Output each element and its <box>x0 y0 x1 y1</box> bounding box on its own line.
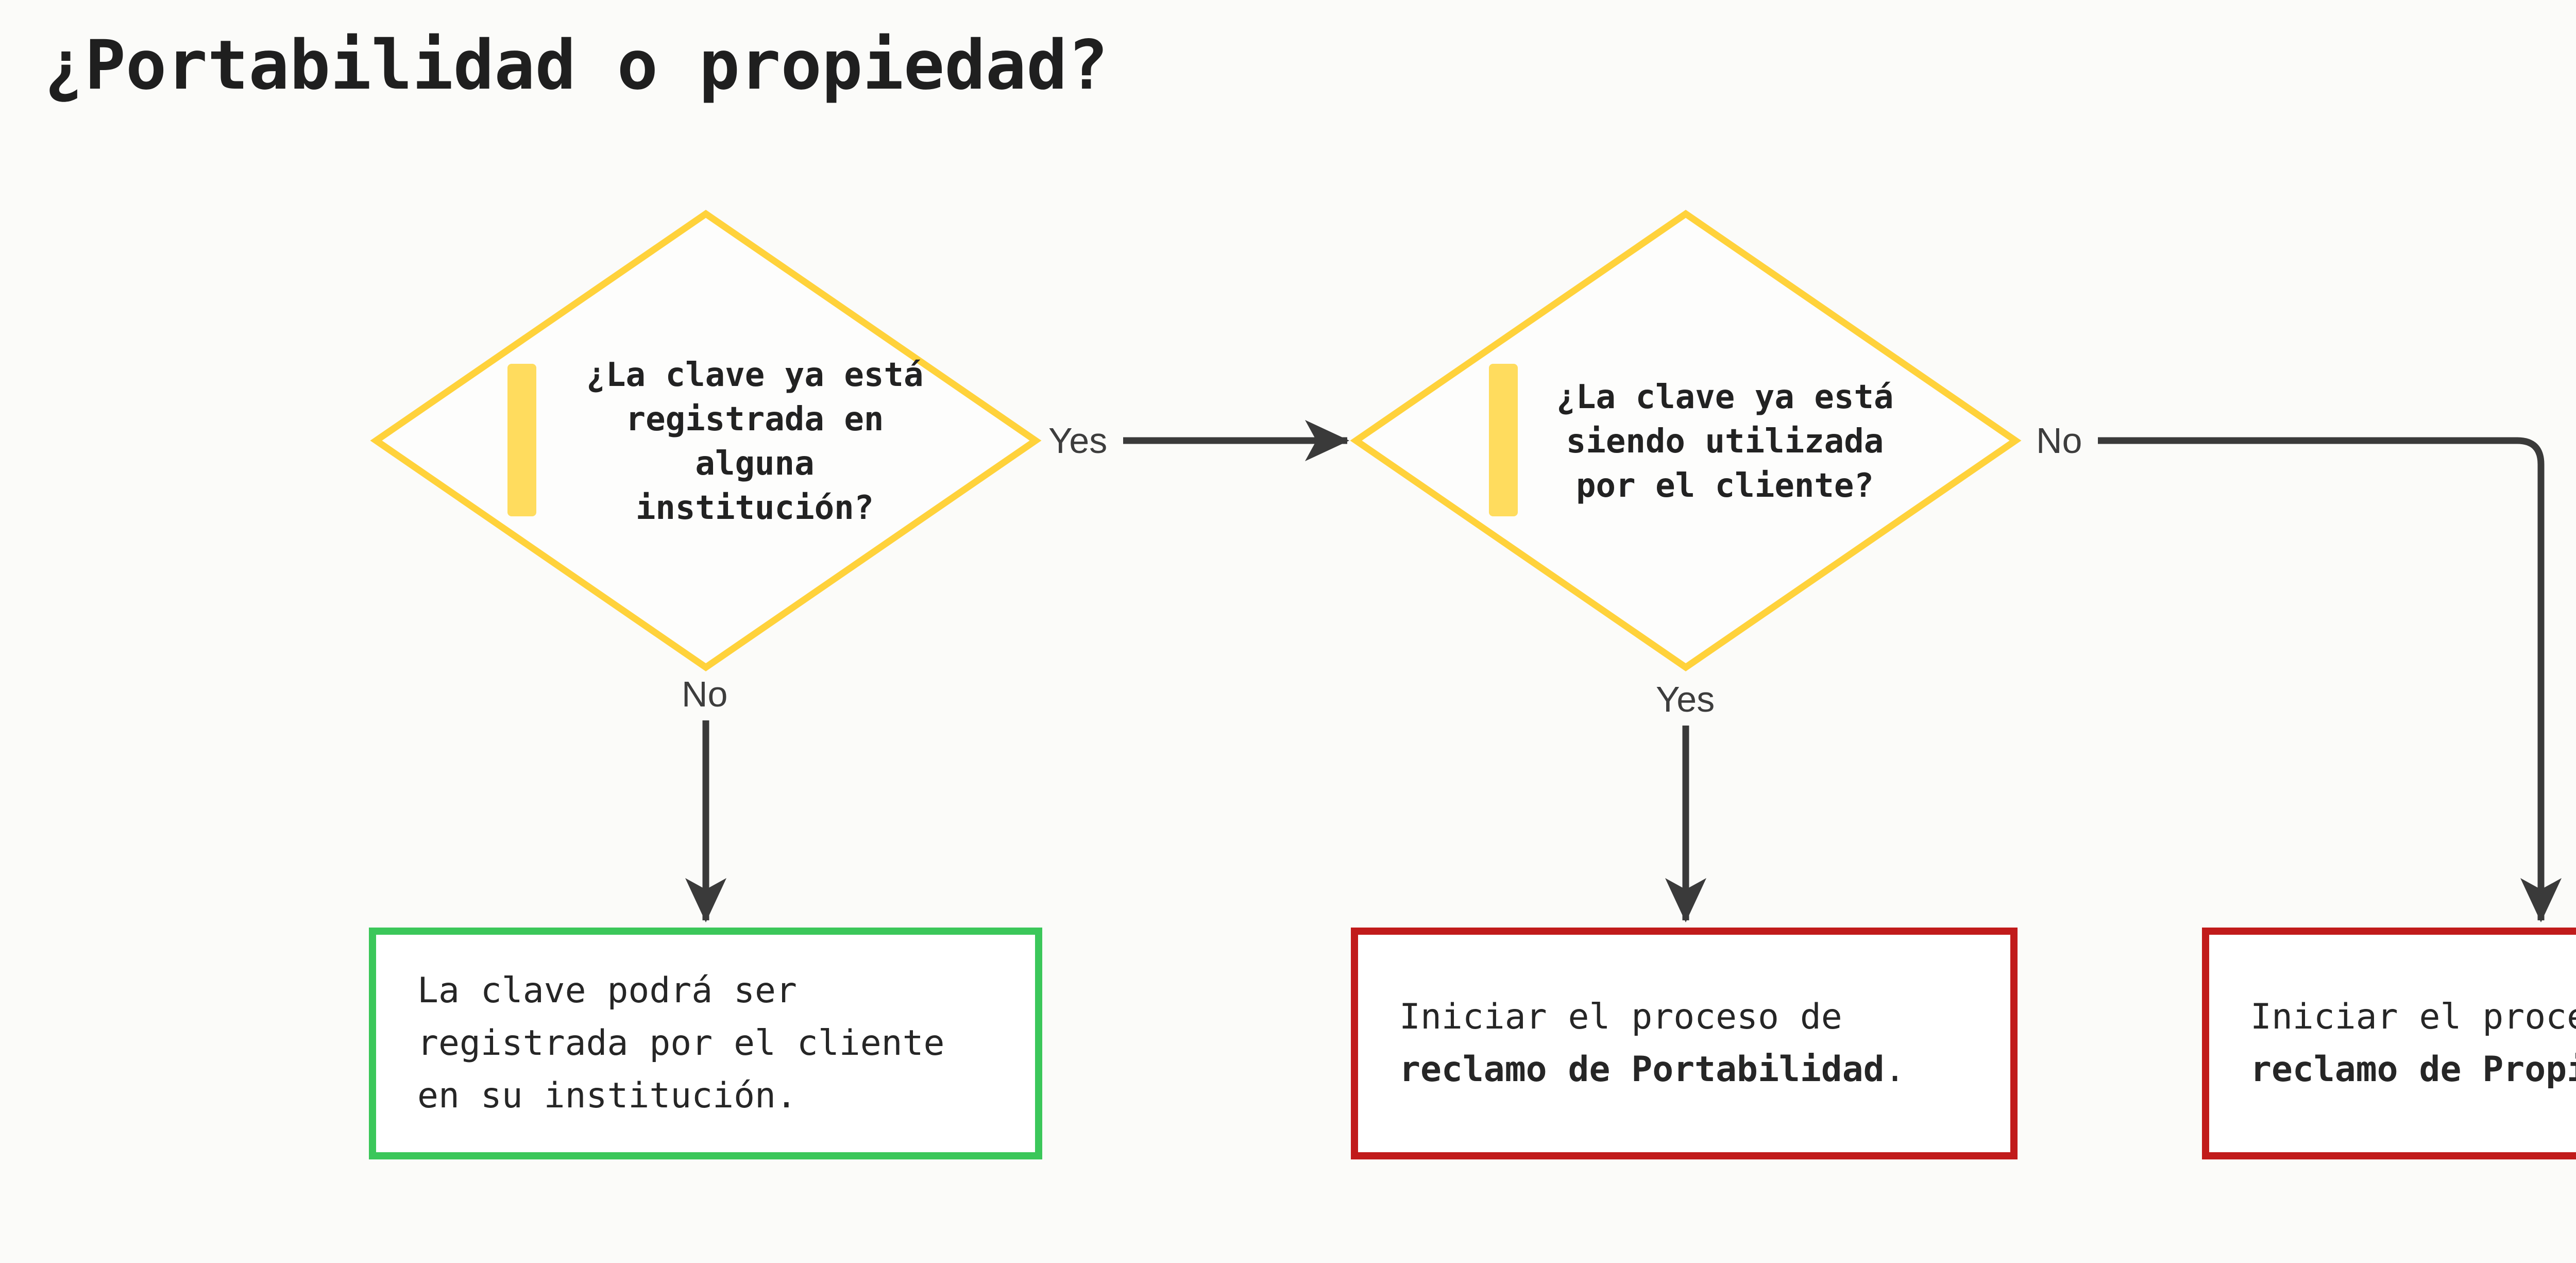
decision-1-line: ¿La clave ya está <box>586 356 924 394</box>
outcome-box-ownership-claim: Iniciar el proceso de reclamo de Propied… <box>2202 928 2576 1159</box>
connector-no-decision2-to-ownership <box>2098 437 2562 922</box>
decision-diamond-1-shape <box>370 210 1042 671</box>
outcome-register-line: La clave podrá ser <box>417 970 797 1011</box>
decision-2-question: ¿La clave ya está siendo utilizada por e… <box>1529 375 1921 508</box>
edge-label-no-decision2: No <box>2036 420 2082 461</box>
decision-diamond-2-shape <box>1350 210 2022 671</box>
outcome-ownership-bold: reclamo de Propiedad <box>2250 1049 2576 1090</box>
outcome-portability-prefix: Iniciar el proceso de <box>1399 997 1842 1037</box>
outcome-portability-bold: reclamo de Portabilidad <box>1399 1049 1885 1090</box>
outcome-box-register: La clave podrá ser registrada por el cli… <box>369 928 1042 1159</box>
outcome-portability-main: reclamo de Portabilidad. <box>1399 1043 2000 1096</box>
page-title: ¿Portabilidad o propiedad? <box>44 26 1109 105</box>
outcome-box-portability-claim: Iniciar el proceso de reclamo de Portabi… <box>1351 928 2018 1159</box>
decision-2-line: siendo utilizada <box>1566 423 1884 461</box>
outcome-ownership-main: reclamo de Propiedad. <box>2250 1043 2576 1096</box>
decision-2-line: ¿La clave ya está <box>1556 378 1894 416</box>
accent-bar-icon <box>507 364 536 516</box>
outcome-ownership-prefix: Iniciar el proceso de <box>2250 997 2576 1037</box>
outcome-register-line: registrada por el cliente <box>417 1023 945 1064</box>
accent-bar-icon <box>1489 364 1518 516</box>
edge-label-yes-decision2: Yes <box>1656 679 1715 719</box>
edge-label-no-decision1: No <box>682 674 728 714</box>
decision-1-line: institución? <box>635 489 874 527</box>
decision-2-line: por el cliente? <box>1576 467 1874 505</box>
edge-label-yes-decision1: Yes <box>1048 420 1108 461</box>
decision-1-line: registrada en <box>625 400 884 439</box>
outcome-register-line: en su institución. <box>417 1075 797 1116</box>
outcome-portability-suffix: . <box>1884 1049 1906 1090</box>
decision-1-question: ¿La clave ya está registrada en alguna i… <box>556 353 953 530</box>
decision-1-line: alguna <box>695 445 815 483</box>
